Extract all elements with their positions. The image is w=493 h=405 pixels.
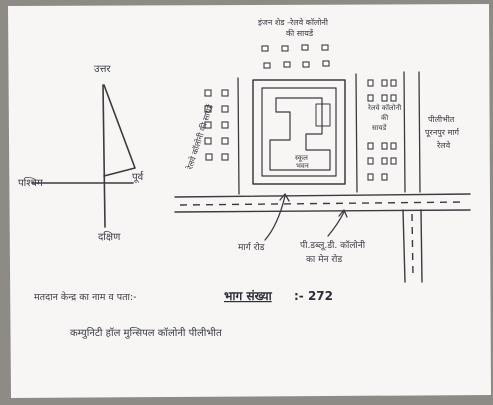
house xyxy=(381,173,388,181)
label-far-right-line1: पीलीभीत xyxy=(428,114,455,124)
colony-left-houses xyxy=(204,89,229,161)
north-road-right-edge xyxy=(418,71,421,193)
booth-number: :- 272 xyxy=(294,289,333,303)
colony-top-houses xyxy=(261,44,330,69)
arrow-head-icon xyxy=(338,209,348,218)
right-lane xyxy=(355,73,358,193)
house xyxy=(381,79,388,87)
house xyxy=(221,153,229,161)
label-road-right-line2: का मेन रोड xyxy=(306,253,342,265)
label-colony-right-line2: की xyxy=(381,113,388,122)
school-building xyxy=(269,97,331,171)
house xyxy=(221,89,229,97)
compound-inner-wall xyxy=(261,87,337,177)
house xyxy=(390,94,397,102)
school-annex xyxy=(315,103,331,127)
label-colony-top-line2: की सायडें xyxy=(286,28,314,38)
address-line: कम्युनिटी हॉल मुन्सिपल कॉलोनी पीलीभीत xyxy=(70,327,222,339)
address-label: मतदान केन्द्र का नाम व पता:- xyxy=(34,291,137,303)
label-school-line2: भवन xyxy=(296,162,309,170)
paper-sheet xyxy=(8,4,491,398)
booth-label: भाग संख्या xyxy=(224,289,273,303)
side-road-centerline xyxy=(411,213,414,279)
north-south-line xyxy=(102,84,106,228)
house xyxy=(390,157,397,165)
north-arrow xyxy=(103,84,136,177)
main-road-top-edge xyxy=(174,193,471,198)
house xyxy=(367,79,374,87)
side-road-right-edge xyxy=(420,209,423,283)
pointer-arrow-left xyxy=(264,193,290,241)
label-colony-right-line1: रेलवे कॉलोनी xyxy=(368,103,402,112)
house xyxy=(263,62,271,69)
house xyxy=(381,142,388,150)
house xyxy=(205,153,213,161)
house xyxy=(204,137,212,145)
house xyxy=(204,121,212,129)
house xyxy=(281,45,289,52)
house xyxy=(204,105,212,113)
house xyxy=(367,94,374,102)
house xyxy=(321,44,329,51)
house xyxy=(322,60,330,67)
house xyxy=(204,89,212,97)
house xyxy=(367,157,374,165)
label-south: दक्षिण xyxy=(98,231,121,243)
house xyxy=(283,61,291,68)
colony-right-houses xyxy=(367,79,397,181)
house xyxy=(367,173,374,181)
compound-outer-wall xyxy=(252,79,346,185)
house xyxy=(301,44,309,51)
label-school-line1: स्कूल xyxy=(295,154,308,162)
school-compound xyxy=(252,79,346,185)
pointer-line xyxy=(327,211,345,237)
left-lane xyxy=(237,77,240,195)
house xyxy=(221,121,229,129)
label-west: पश्चिम xyxy=(18,177,44,189)
north-road-left-edge xyxy=(403,71,406,193)
side-road-left-edge xyxy=(402,209,406,283)
house xyxy=(302,61,310,68)
label-east: पूर्व xyxy=(132,171,144,183)
label-far-right-line2: पूरनपुर मार्ग xyxy=(425,127,460,138)
label-road-right-line1: पी.डब्लू.डी. कॉलोनी xyxy=(300,239,366,251)
house xyxy=(367,142,374,150)
side-road xyxy=(402,209,423,283)
label-north: उत्तर xyxy=(94,64,111,75)
house xyxy=(221,137,229,145)
house xyxy=(381,157,388,165)
label-far-right-line3: रेलवे xyxy=(436,140,451,150)
pointer-arrow-right xyxy=(327,209,348,237)
house xyxy=(261,45,269,52)
house xyxy=(221,105,229,113)
compass-rose xyxy=(31,84,136,228)
north-road xyxy=(403,71,421,193)
arrow-head-icon xyxy=(279,193,290,202)
pointer-line xyxy=(264,195,286,241)
house xyxy=(390,79,397,87)
house xyxy=(381,94,388,102)
label-road-left: मार्ग रोड xyxy=(238,241,265,253)
main-road-centerline xyxy=(179,201,467,206)
label-colony-top-line1: इंजन शेड -रेलवे कॉलोनी xyxy=(258,17,329,27)
house xyxy=(390,142,397,150)
label-colony-right-line3: सायडें xyxy=(372,123,387,132)
